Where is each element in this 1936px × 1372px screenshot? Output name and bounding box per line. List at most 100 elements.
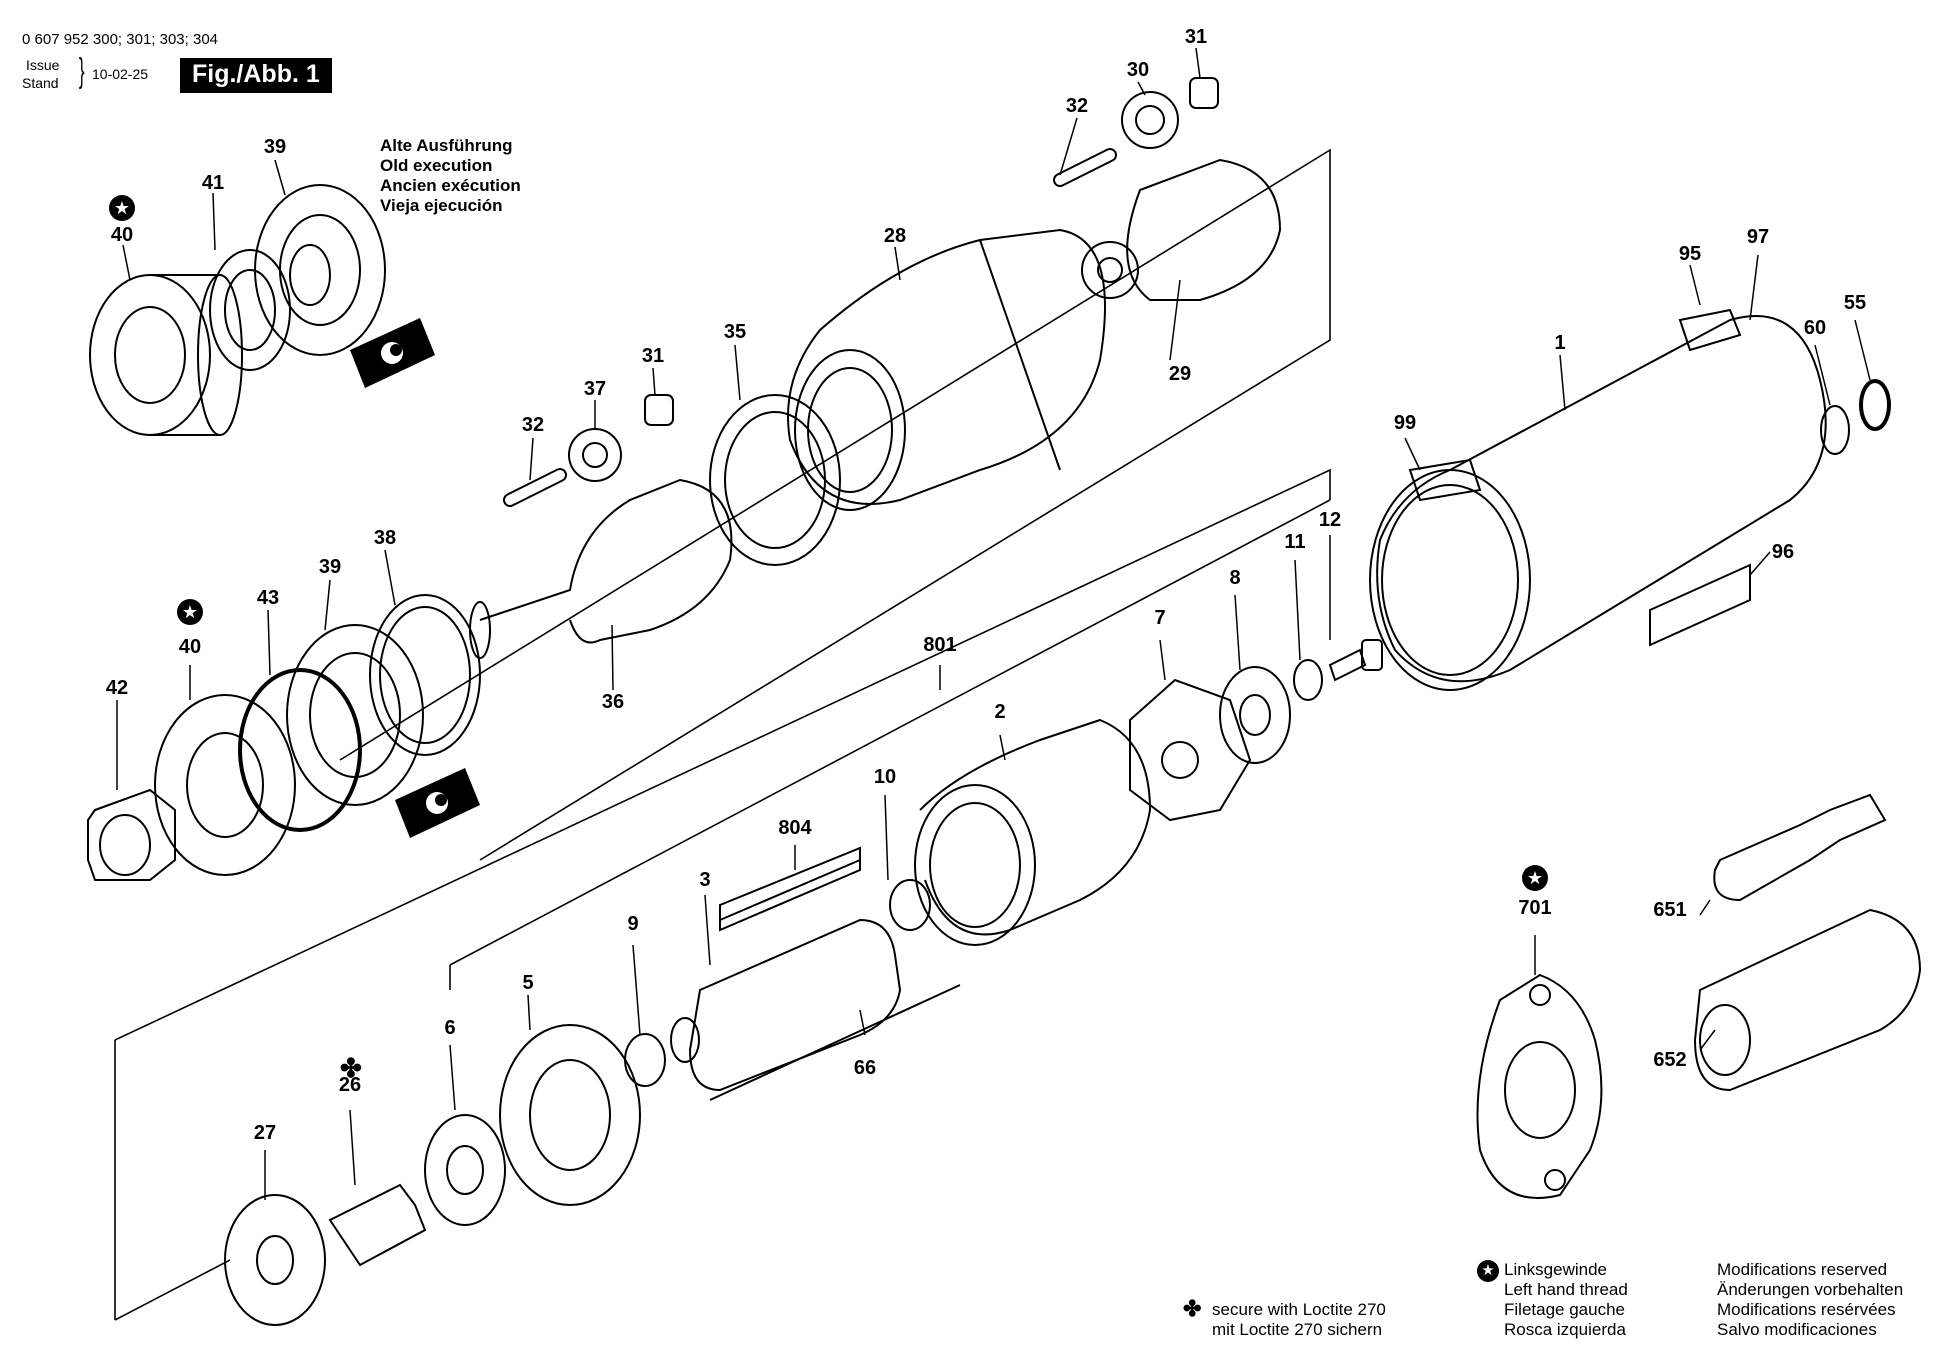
star-circle-icon: ★	[177, 599, 203, 625]
note-line-fr: Ancien exécution	[380, 176, 521, 195]
callout-1: 1	[1554, 332, 1566, 354]
callout-37: 37	[583, 378, 607, 400]
callout-55: 55	[1843, 292, 1867, 314]
part-1-housing	[1376, 315, 1827, 683]
part-37-gear	[568, 428, 622, 482]
star-circle-icon: ★	[1477, 1260, 1499, 1282]
callout-8: 8	[1229, 567, 1241, 589]
part-6-bearing	[424, 1114, 506, 1226]
callout-801: 801	[923, 634, 957, 656]
part-96-label	[1649, 563, 1751, 647]
group-801-bracket	[449, 499, 1331, 966]
part-39-lower	[286, 624, 424, 806]
part-2-cylinder	[919, 718, 1152, 936]
part-40-lower	[154, 694, 296, 876]
part-36-spindle	[479, 478, 733, 644]
legend-left-hand-thread: Linksgewinde Left hand thread Filetage g…	[1504, 1260, 1628, 1340]
callout-28: 28	[883, 225, 907, 247]
part-3-rotor	[688, 918, 902, 1092]
callout-5: 5	[522, 972, 534, 994]
part-30-gear	[1121, 91, 1179, 149]
callout-38: 38	[373, 527, 397, 549]
part-40-upper	[89, 274, 211, 436]
part-804-vane-a	[719, 859, 861, 921]
stand-label: Stand	[22, 75, 59, 91]
callout-2: 2	[994, 701, 1006, 723]
part-5-housing	[499, 1024, 641, 1206]
figure-label: Fig./Abb. 1	[180, 58, 332, 93]
callout-40-upper: 40	[110, 224, 134, 246]
upper-group-outline	[339, 148, 1331, 861]
legend-lht-de: Linksgewinde	[1504, 1260, 1608, 1279]
callout-12: 12	[1318, 509, 1342, 531]
part-42-nut	[87, 788, 176, 881]
issue-brace: }	[78, 52, 85, 90]
callout-32-lower: 32	[521, 414, 545, 436]
callout-39-upper: 39	[263, 136, 287, 158]
legend-loctite-de: mit Loctite 270 sichern	[1212, 1320, 1383, 1339]
legend-mod-en: Modifications reserved	[1717, 1260, 1888, 1279]
issue-date: 10-02-25	[92, 66, 149, 82]
part-652-silencer	[1693, 908, 1922, 1092]
star-circle-icon: ★	[109, 195, 135, 221]
grease-badge-icon-lower	[395, 768, 480, 838]
part-12-screw	[1328, 648, 1367, 682]
old-execution-note: Alte Ausführung Old execution Ancien exé…	[380, 136, 521, 216]
callout-3: 3	[699, 869, 711, 891]
callout-40-lower: 40	[178, 636, 202, 658]
part-60-filter	[1820, 405, 1850, 455]
callout-29: 29	[1168, 363, 1192, 385]
star-circle-icon: ★	[1522, 865, 1548, 891]
part-31-lower	[644, 394, 674, 426]
callout-41: 41	[201, 172, 225, 194]
callout-43: 43	[256, 587, 280, 609]
note-line-en: Old execution	[380, 156, 493, 175]
legend-mod-de: Änderungen vorbehalten	[1717, 1280, 1904, 1299]
callout-6: 6	[444, 1017, 456, 1039]
callout-66: 66	[853, 1057, 877, 1079]
callout-31-lower: 31	[641, 345, 665, 367]
callout-7: 7	[1154, 607, 1166, 629]
part-27-washer	[224, 1194, 326, 1326]
legend-loctite: secure with Loctite 270 mit Loctite 270 …	[1212, 1300, 1386, 1340]
legend-lht-es: Rosca izquierda	[1504, 1320, 1626, 1339]
callout-651: 651	[1653, 899, 1687, 921]
part-701-flange	[1476, 973, 1603, 1199]
legend-lht-fr: Filetage gauche	[1504, 1300, 1625, 1319]
callout-36: 36	[601, 691, 625, 713]
callout-701: 701	[1518, 897, 1552, 919]
part-38-ring	[369, 594, 481, 756]
callout-35: 35	[723, 321, 747, 343]
callout-31-upper: 31	[1184, 26, 1208, 48]
callout-32-upper: 32	[1065, 95, 1089, 117]
note-line-es: Vieja ejecución	[380, 196, 503, 215]
part-35-ring	[709, 394, 841, 566]
callout-95: 95	[1678, 243, 1702, 265]
legend-lht-en: Left hand thread	[1504, 1280, 1628, 1299]
lower-group-outline	[114, 468, 1331, 1041]
callout-99: 99	[1393, 412, 1417, 434]
part-11-washer	[1293, 659, 1323, 701]
part-9-washer	[624, 1033, 666, 1087]
grease-badge-icon-upper	[350, 318, 435, 388]
callout-804: 804	[778, 817, 812, 839]
issue-label: Issue	[26, 57, 60, 73]
clover-icon: ✤	[1183, 1296, 1202, 1321]
callout-26: 26	[338, 1074, 362, 1096]
callout-9: 9	[627, 913, 639, 935]
part-55-oring	[1859, 379, 1891, 431]
callout-27: 27	[253, 1122, 277, 1144]
callout-42: 42	[105, 677, 129, 699]
part-28-cylinder	[787, 228, 1106, 505]
callout-10: 10	[873, 766, 897, 788]
part-804-vanes	[719, 846, 861, 932]
legend-mod-fr: Modifications resérvées	[1717, 1300, 1896, 1319]
legend-mod-es: Salvo modificaciones	[1717, 1320, 1877, 1339]
part-43-oring	[238, 668, 362, 832]
legend-modifications: Modifications reserved Änderungen vorbeh…	[1717, 1260, 1903, 1340]
callout-652: 652	[1653, 1049, 1687, 1071]
callout-97: 97	[1746, 226, 1770, 248]
part-26-pinion	[328, 1183, 427, 1267]
clover-icon: ✤	[340, 1053, 362, 1083]
